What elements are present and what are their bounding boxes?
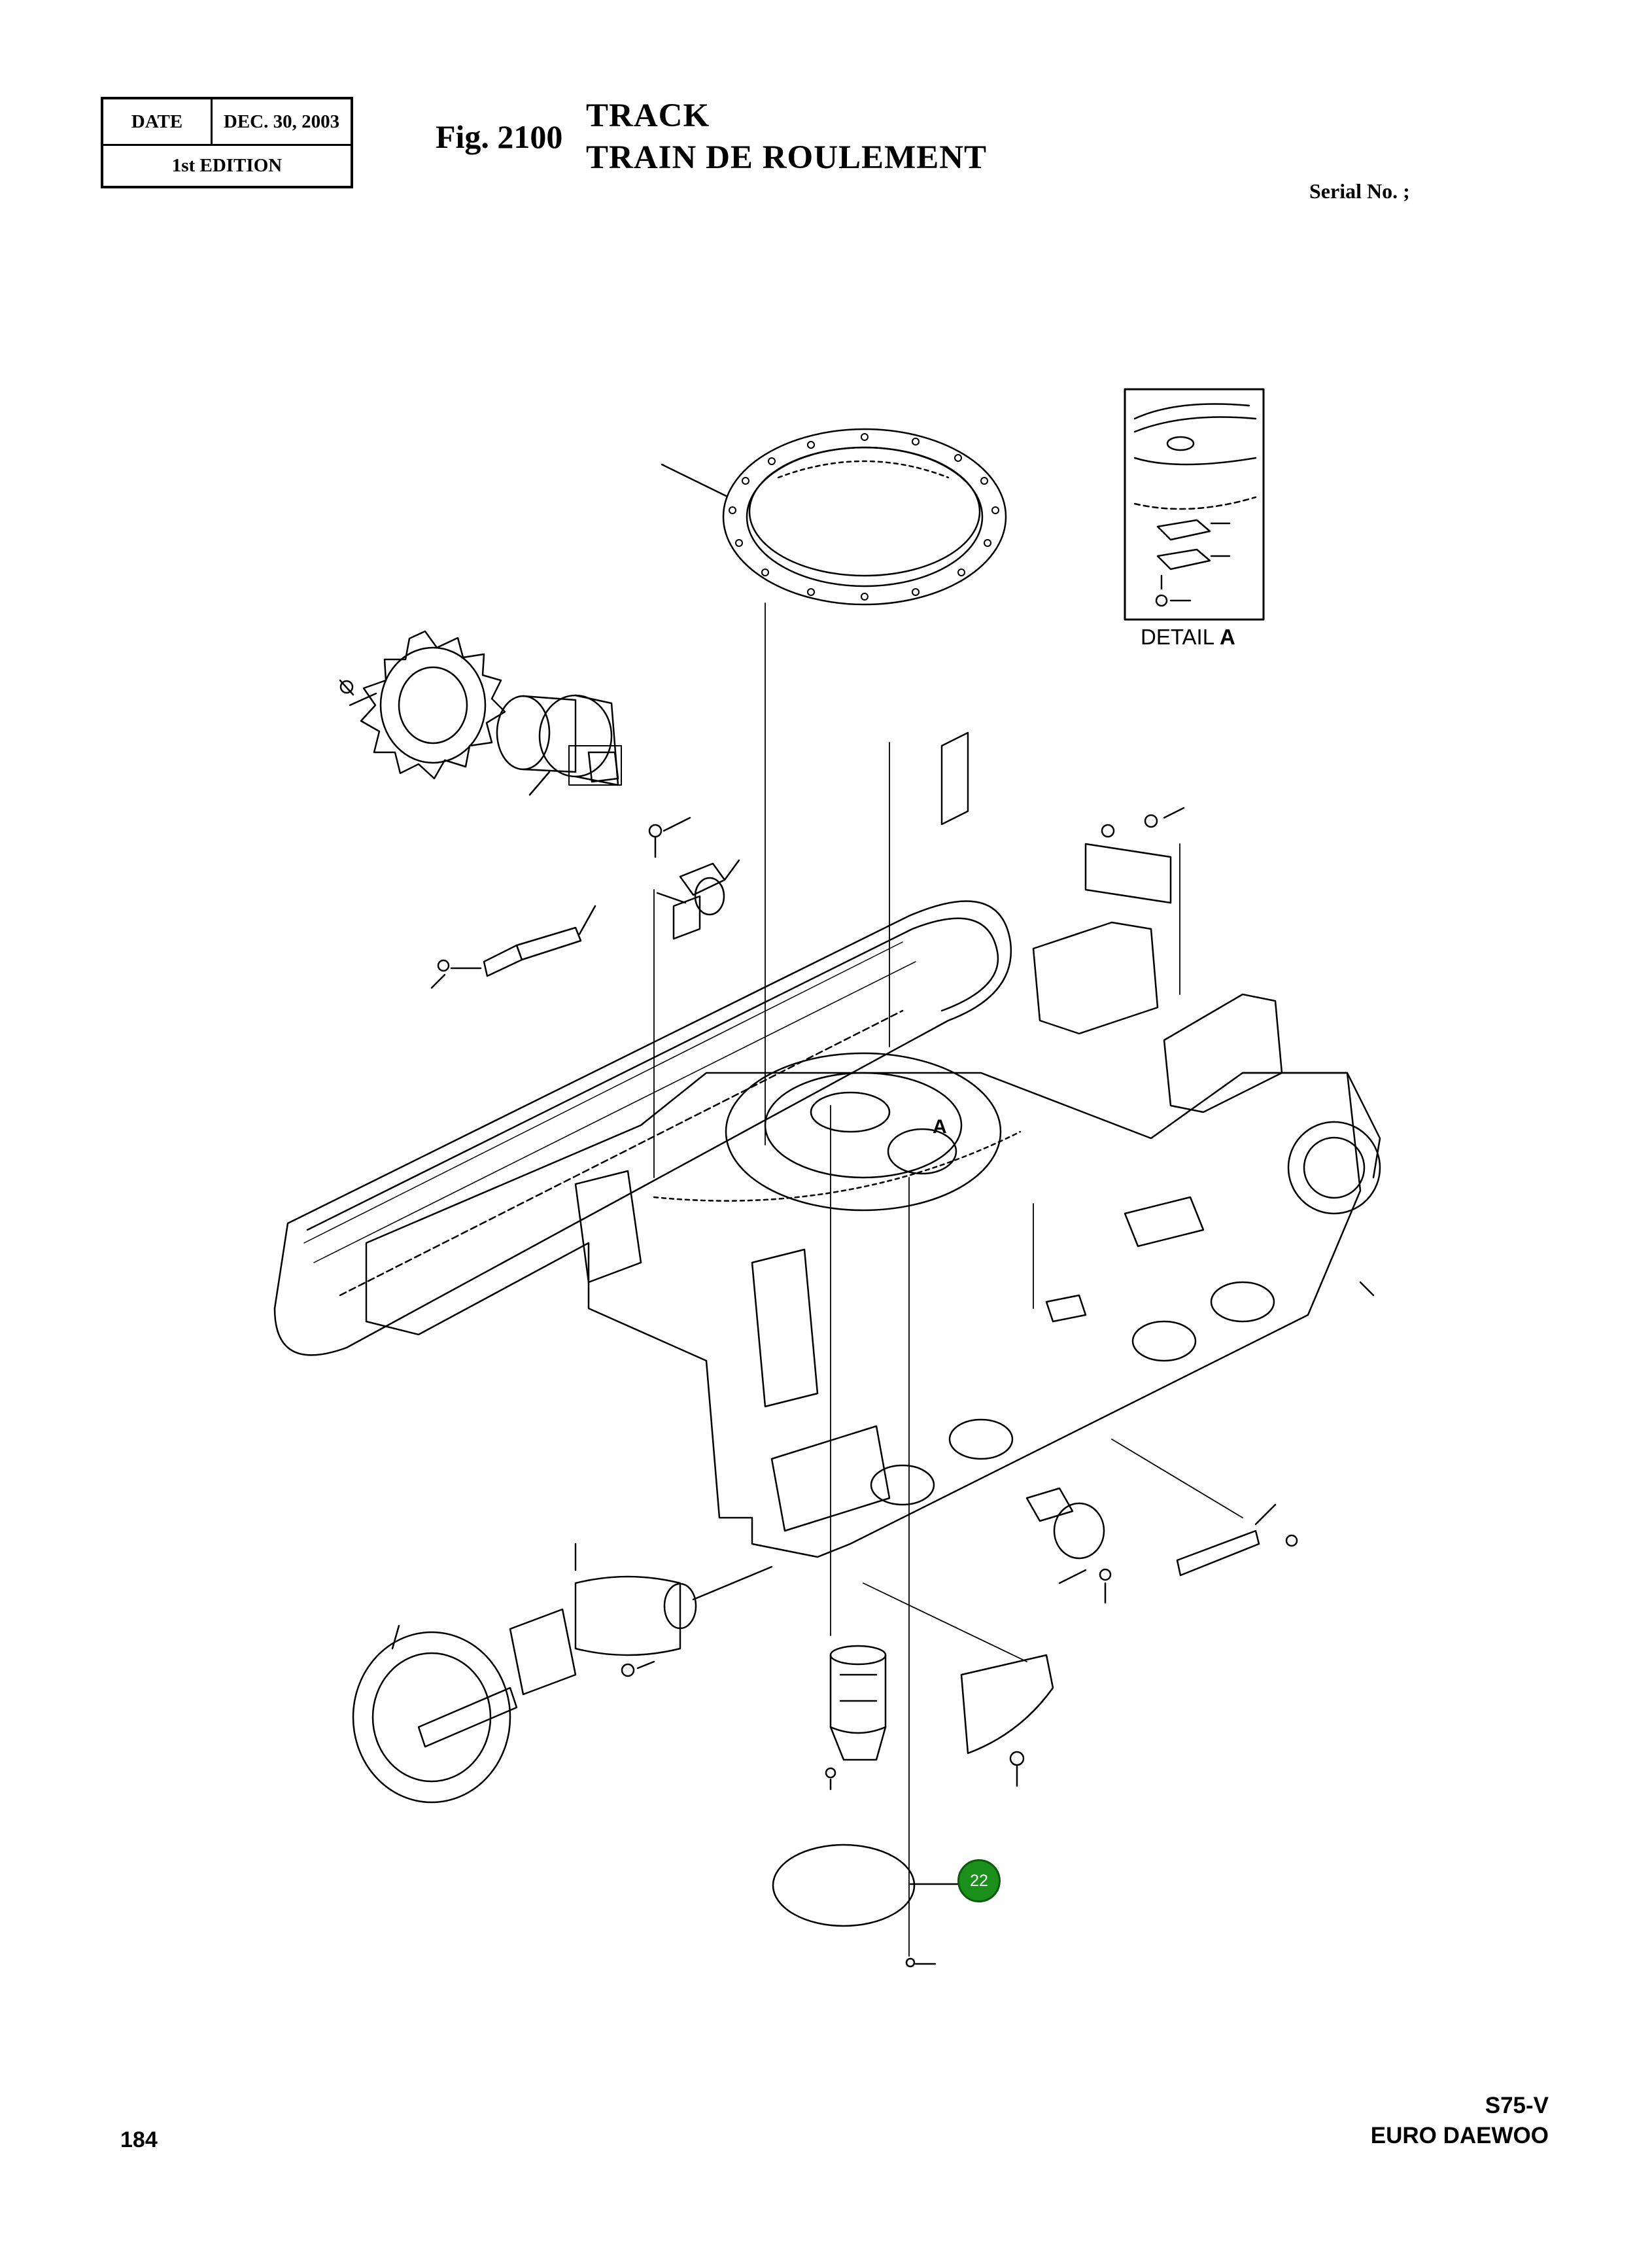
date-label: DATE <box>103 99 213 144</box>
figure-number: Fig. 2100 <box>436 118 563 155</box>
model-code: S75-V <box>1485 2093 1549 2118</box>
edition-label: 1st EDITION <box>171 155 283 176</box>
rock-guard-left <box>430 905 596 989</box>
date-row: DATE DEC. 30, 2003 <box>103 99 351 146</box>
idler-and-recoil-spring <box>352 1543 773 1804</box>
date-edition-box: DATE DEC. 30, 2003 1st EDITION <box>101 97 353 188</box>
track-rollers <box>870 1281 1275 1604</box>
top-roller <box>648 816 740 940</box>
lower-frame <box>365 1052 1381 1558</box>
date-value: DEC. 30, 2003 <box>223 111 340 132</box>
swing-bearing-ring <box>661 428 1007 606</box>
serial-number-label: Serial No. ; <box>1309 179 1410 203</box>
bottom-cover-gasket <box>772 1844 959 1968</box>
detail-a-inset <box>1124 388 1265 621</box>
detail-label-prefix: DETAIL <box>1141 625 1214 649</box>
frame-covers <box>940 731 1283 1113</box>
track-chain <box>273 900 1012 1356</box>
center-swivel-joint <box>825 1645 887 1791</box>
page-title-english: TRACK <box>586 97 710 134</box>
brand-name: EURO DAEWOO <box>1370 2123 1549 2148</box>
travel-motor <box>496 694 622 796</box>
assembly-reference-lines <box>653 603 1243 1957</box>
part-hotspot-22[interactable]: 22 <box>957 1859 1001 1902</box>
detail-label-letter: A <box>1220 625 1235 649</box>
callout-a-marker: A <box>933 1116 947 1138</box>
under-cover-plate <box>960 1654 1054 1787</box>
rock-guard-right <box>1176 1503 1298 1577</box>
page-number: 184 <box>120 2127 158 2152</box>
sprocket <box>339 630 506 780</box>
page-title-french: TRAIN DE ROULEMENT <box>586 139 988 176</box>
detail-a-label: DETAIL A <box>1141 625 1235 650</box>
